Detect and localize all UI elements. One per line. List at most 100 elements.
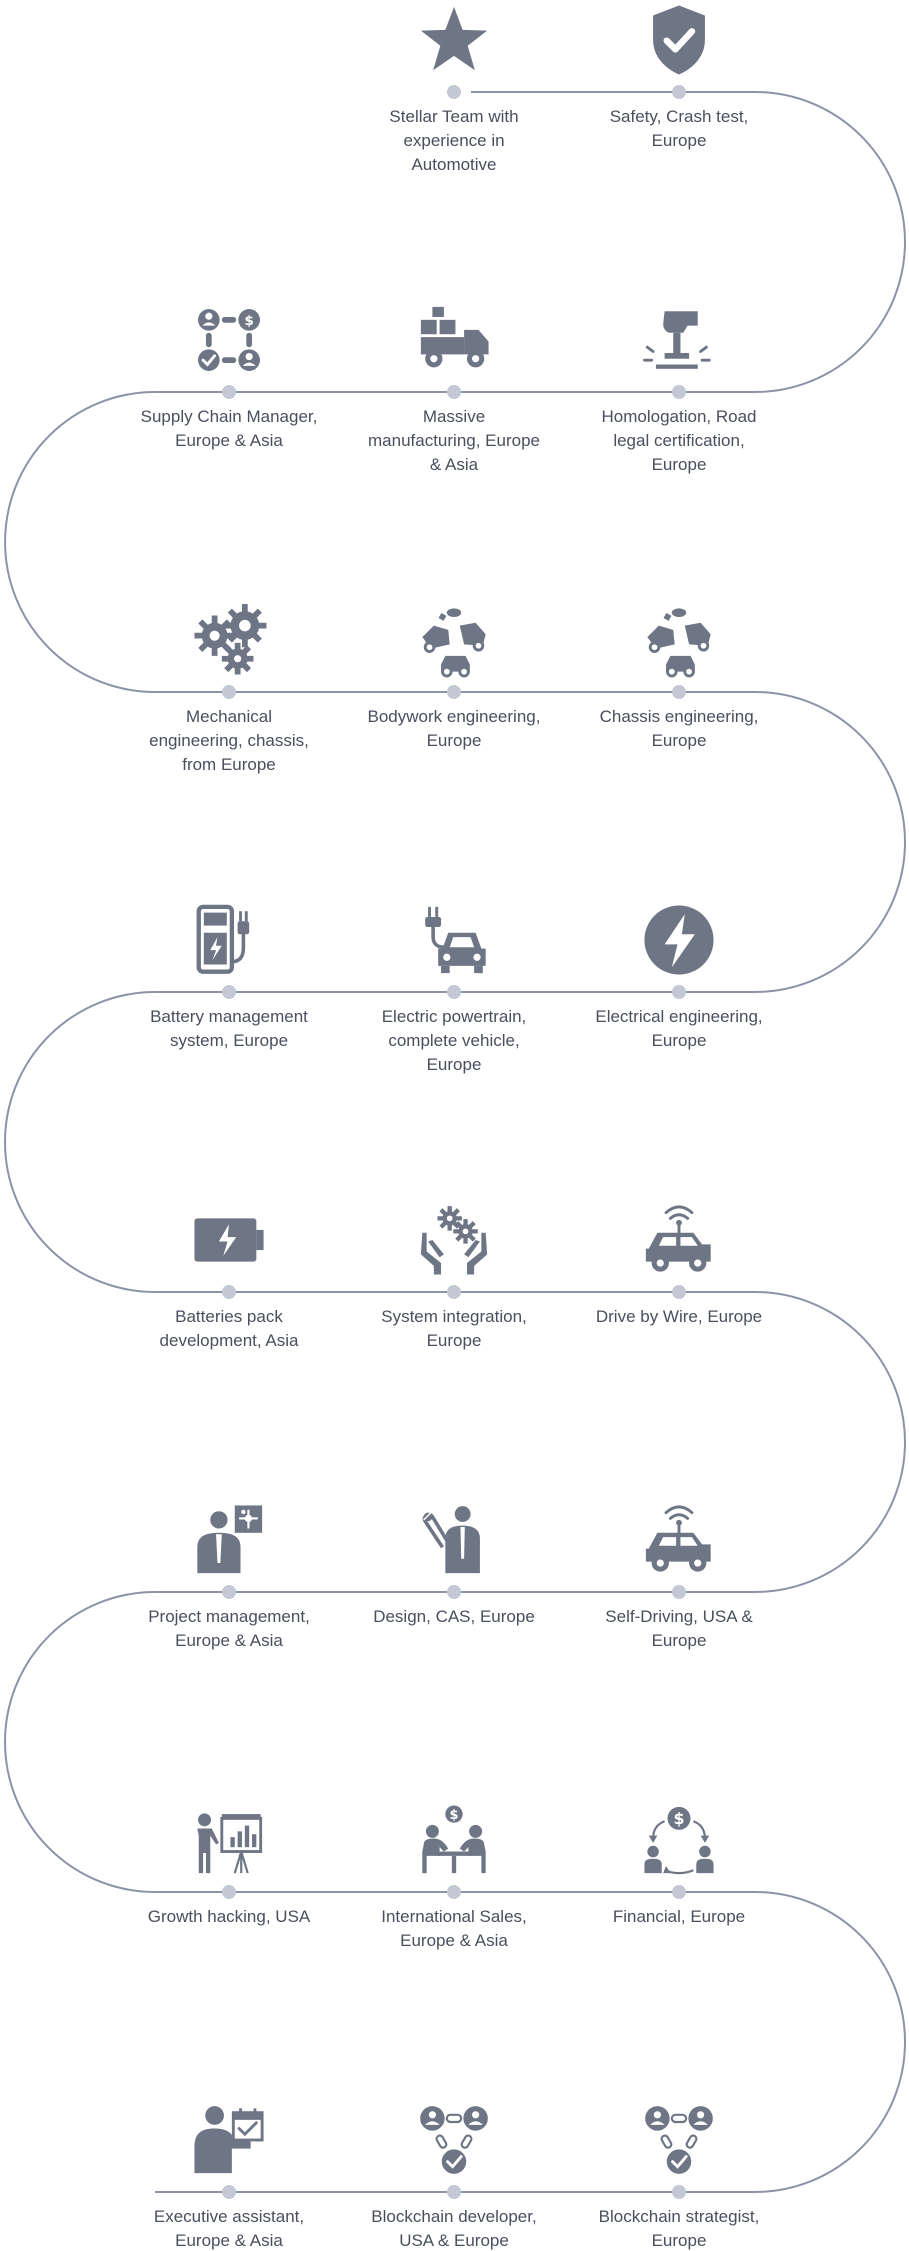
node-label: Project management, Europe & Asia xyxy=(148,1607,310,1650)
timeline-node: Blockchain developer, USA & Europe xyxy=(371,2106,537,2250)
timeline-node: Electric powertrain,complete vehicle,Eur… xyxy=(382,906,527,1074)
node-label-line: Europe xyxy=(427,1331,482,1350)
timeline-node: Executive assistant, Europe & Asia xyxy=(154,2106,304,2250)
timeline-node: Self-Driving, USA & Europe xyxy=(605,1505,753,1650)
connected-car-icon xyxy=(645,1505,711,1572)
node-label-line: Project management, xyxy=(148,1607,310,1626)
timeline-dot xyxy=(222,685,236,699)
node-label-line: Stellar Team with xyxy=(389,107,518,126)
timeline-dot xyxy=(672,1585,686,1599)
node-label: Bodywork engineering,Europe xyxy=(368,707,541,750)
node-label-line: Safety, Crash test, xyxy=(610,107,749,126)
node-label-line: Battery management xyxy=(150,1007,308,1026)
delivery-truck-icon xyxy=(420,306,489,368)
hands-gears-icon xyxy=(420,1206,488,1275)
timeline-node: Project management, Europe & Asia xyxy=(148,1505,310,1650)
timeline-dot xyxy=(447,685,461,699)
timeline-dot xyxy=(222,385,236,399)
timeline-dot xyxy=(672,1285,686,1299)
timeline-node: Drive by Wire, Europe xyxy=(596,1205,762,1326)
timeline-node: Design, CAS, Europe xyxy=(373,1506,535,1626)
node-label-line: Blockchain strategist, xyxy=(599,2207,760,2226)
node-label-line: Batteries pack xyxy=(175,1307,283,1326)
node-label-line: Electric powertrain, xyxy=(382,1007,527,1026)
node-label: Executive assistant, Europe & Asia xyxy=(154,2207,304,2250)
stamp-icon xyxy=(643,311,711,369)
timeline-dot xyxy=(222,2185,236,2199)
node-label: Electrical engineering,Europe xyxy=(595,1007,762,1050)
node-label: Growth hacking, USA xyxy=(148,1907,311,1926)
timeline-dot xyxy=(672,2185,686,2199)
node-label-line: Europe xyxy=(652,731,707,750)
node-label: Supply Chain Manager,Europe & Asia xyxy=(141,407,318,450)
timeline-path xyxy=(4,91,906,2193)
node-label-line: Self-Driving, USA & xyxy=(605,1607,753,1626)
presentation-icon xyxy=(197,1813,263,1874)
node-label-line: Growth hacking, USA xyxy=(148,1907,311,1926)
node-label: International Sales,Europe & Asia xyxy=(381,1907,527,1950)
timeline-node: $Supply Chain Manager,Europe & Asia xyxy=(141,309,318,450)
node-label-line: Europe xyxy=(652,1631,707,1650)
connected-car-icon xyxy=(645,1205,711,1272)
node-label: Batteries pack development, Asia xyxy=(160,1307,299,1350)
executive-calendar-icon xyxy=(194,2106,264,2174)
node-label-line: Europe & Asia xyxy=(175,2231,283,2250)
node-label: Battery management system, Europe xyxy=(150,1007,308,1050)
timeline-node: $ International Sales,Europe & Asia xyxy=(381,1805,527,1950)
designer-icon xyxy=(422,1506,480,1574)
node-label: Financial, Europe xyxy=(613,1907,745,1926)
node-label-line: Europe & Asia xyxy=(400,1931,508,1950)
node-label-line: from Europe xyxy=(182,755,276,774)
node-label-line: system, Europe xyxy=(170,1031,288,1050)
battery-icon xyxy=(194,1218,264,1262)
timeline-dot xyxy=(447,1285,461,1299)
node-label-line: Chassis engineering, xyxy=(600,707,759,726)
node-label: Design, CAS, Europe xyxy=(373,1607,535,1626)
timeline-dot xyxy=(672,85,686,99)
timeline-dot xyxy=(222,1285,236,1299)
node-label: Drive by Wire, Europe xyxy=(596,1307,762,1326)
shield-check-icon xyxy=(653,5,705,75)
node-label-line: engineering, chassis, xyxy=(149,731,309,750)
timeline-dot xyxy=(447,1585,461,1599)
node-label-line: development, Asia xyxy=(160,1331,299,1350)
node-label-line: manufacturing, Europe xyxy=(368,431,540,450)
node-label-line: Europe & Asia xyxy=(175,1631,283,1650)
timeline-node: Chassis engineering, Europe xyxy=(600,608,759,750)
timeline-dot xyxy=(222,1585,236,1599)
node-label-line: & Asia xyxy=(430,455,479,474)
timeline-node: Blockchain strategist, Europe xyxy=(599,2106,760,2250)
node-label-line: Europe xyxy=(652,2231,707,2250)
node-label-line: Europe & Asia xyxy=(175,431,283,450)
timeline-dot xyxy=(672,985,686,999)
electric-car-plug-icon xyxy=(425,906,486,974)
timeline-node: Safety, Crash test,Europe xyxy=(610,5,749,150)
charging-station-icon xyxy=(196,904,250,974)
timeline-node: Growth hacking, USA xyxy=(148,1813,311,1926)
timeline-node: Bodywork engineering,Europe xyxy=(368,608,541,750)
timeline-node: System integration,Europe xyxy=(381,1206,527,1350)
blockchain-people-icon xyxy=(420,2106,488,2174)
node-label-line: experience in xyxy=(403,131,504,150)
node-label-line: Design, CAS, Europe xyxy=(373,1607,535,1626)
timeline-dot xyxy=(672,685,686,699)
timeline-node: Electrical engineering,Europe xyxy=(595,905,763,1050)
timeline-dot xyxy=(447,385,461,399)
node-label-line: USA & Europe xyxy=(399,2231,509,2250)
node-label-line: Executive assistant, xyxy=(154,2207,304,2226)
gears-icon xyxy=(194,604,267,675)
node-label-line: Europe xyxy=(652,455,707,474)
svg-text:$: $ xyxy=(449,1808,458,1823)
node-label-line: Europe xyxy=(427,731,482,750)
node-label-line: Blockchain developer, xyxy=(371,2207,536,2226)
timeline-dot xyxy=(447,1885,461,1899)
timeline-dot xyxy=(222,985,236,999)
